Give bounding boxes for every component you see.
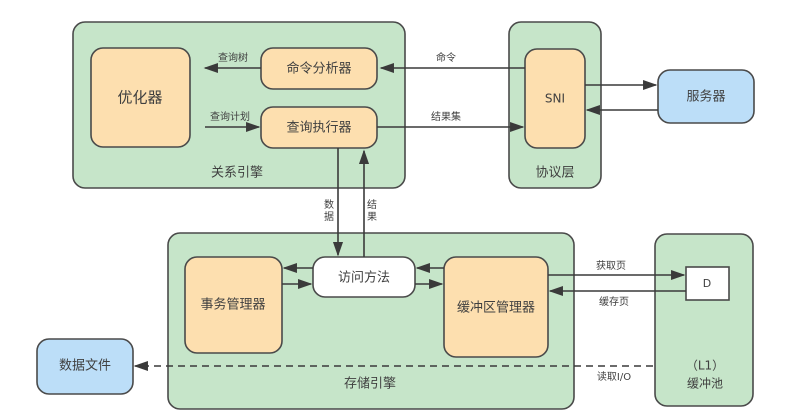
command-parser-label: 命令分析器 (286, 61, 351, 77)
sni-box[interactable] (524, 48, 586, 149)
data-files-box[interactable] (36, 338, 134, 395)
query-executor-label: 查询执行器 (286, 121, 351, 136)
edge-label-result-1: 结 (367, 198, 377, 211)
edge-label-data-2: 据 (324, 210, 334, 223)
buffer-manager-box[interactable] (443, 256, 549, 358)
protocol-layer-title: 协议层 (535, 166, 574, 181)
edge-label-result-2: 果 (367, 211, 377, 223)
transaction-manager-label: 事务管理器 (200, 297, 265, 313)
storage-engine-title: 存储引擎 (344, 377, 396, 392)
edge-label-read-io: 读取I/O (597, 370, 631, 383)
relational-engine-title: 关系引擎 (211, 166, 263, 181)
data-files-label: 数据文件 (59, 359, 111, 374)
buffer-manager-label: 缓冲区管理器 (457, 301, 535, 316)
edge-label-command: 命令 (436, 51, 456, 64)
sni-label: SNI (545, 92, 565, 106)
page-d-label: D (703, 277, 711, 290)
access-methods-label: 访问方法 (338, 270, 390, 286)
server-box[interactable] (657, 69, 755, 124)
server-label: 服务器 (686, 89, 725, 105)
edge-label-get-page: 获取页 (596, 260, 626, 272)
optimizer-label: 优化器 (117, 89, 162, 107)
page-d-box[interactable] (685, 266, 730, 301)
edge-label-cache-page: 缓存页 (599, 295, 629, 308)
edge-label-result-set: 结果集 (431, 110, 461, 123)
buffer-pool-title-line2: 缓冲池 (687, 376, 723, 391)
buffer-pool-title-line1: （L1） (686, 359, 724, 373)
edge-label-data-1: 数 (324, 198, 334, 211)
edge-label-query-tree: 查询树 (218, 51, 248, 64)
edge-label-query-plan: 查询计划 (210, 110, 250, 123)
optimizer-box[interactable] (90, 47, 191, 148)
transaction-manager-box[interactable] (184, 256, 283, 354)
